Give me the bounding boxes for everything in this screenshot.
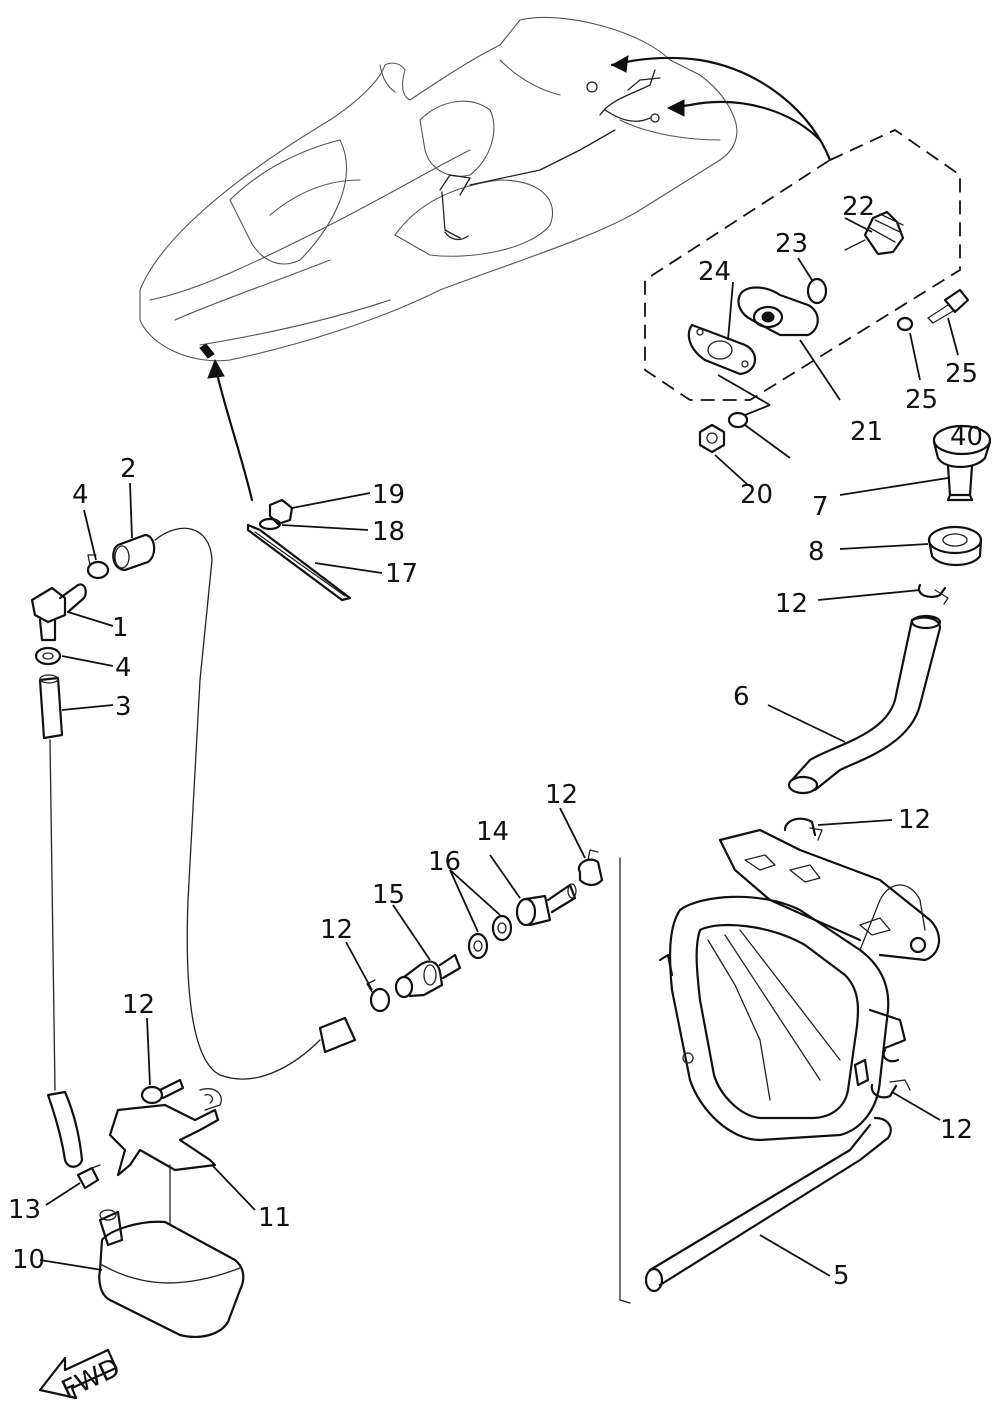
- part-22-oring: [806, 277, 828, 305]
- part-5-hose: [644, 1116, 892, 1293]
- part-3-hose-short: [38, 674, 64, 740]
- part-2-3-hose-line: [154, 527, 357, 1080]
- callout-10: 11: [258, 1203, 291, 1233]
- cap-marking: 40: [950, 422, 983, 452]
- callout-25-upper: 25: [905, 385, 938, 415]
- part-11-screw: [140, 1078, 185, 1105]
- part-14-fitting: [394, 953, 462, 999]
- hull-outline: [139, 16, 738, 362]
- part-7-cap: [932, 424, 992, 502]
- part-25-washer-upper: [896, 316, 914, 332]
- fwd-arrow: FWD: [38, 1348, 125, 1406]
- part-23-gasket: [687, 323, 756, 376]
- callout-17: 18: [372, 517, 405, 547]
- part-6-hose: [787, 614, 942, 795]
- callout-14: 15: [372, 880, 405, 910]
- part-25-washer-lower: [727, 411, 749, 429]
- callout-15: 16: [428, 847, 461, 877]
- callout-12-right-mid: 12: [898, 805, 931, 835]
- callout-18: 19: [372, 480, 405, 510]
- callout-5: 5: [833, 1261, 850, 1291]
- part-12-clamp-left-low: [76, 1164, 101, 1190]
- part-12-clamp-right-mid: [783, 817, 823, 841]
- part-12-clamp-mid-left: [366, 979, 391, 1013]
- assembly-arrows: [207, 55, 832, 502]
- callout-4-upper: 4: [72, 480, 89, 510]
- part-20-flange: [717, 286, 841, 416]
- callout-12-mid-top: 12: [545, 780, 578, 810]
- callout-labels: 22 23 24 25 25 21 20 7 8 12 6 12 12 5 12…: [8, 192, 978, 1291]
- part-2-hose-stub: [112, 533, 156, 572]
- callout-8: 8: [808, 537, 825, 567]
- callout-23: 24: [698, 257, 731, 287]
- callout-2: 2: [120, 454, 137, 484]
- part-18-nut: [268, 498, 294, 526]
- callout-12-mid-left: 12: [320, 915, 353, 945]
- fwd-label: FWD: [57, 1353, 125, 1406]
- part-3-hose-lower: [46, 1090, 84, 1168]
- callout-11: 12: [122, 990, 155, 1020]
- callout-12-right-low: 12: [940, 1115, 973, 1145]
- callout-3: 3: [115, 692, 132, 722]
- part-24-bolt: [927, 288, 970, 324]
- callout-12-left-low: 13: [8, 1195, 41, 1225]
- dashed-assembly-box: [644, 128, 961, 401]
- part-4-clamp-lower: [34, 646, 62, 666]
- callout-16: 17: [385, 559, 418, 589]
- part-12-clamp-right-low: [870, 1079, 911, 1099]
- part-16-plate: [246, 523, 352, 602]
- part-13-fitting: [515, 883, 577, 927]
- part-3-lead-tube: [49, 739, 56, 1091]
- part-4-clamp-upper: [86, 554, 110, 580]
- callout-19: 20: [740, 480, 773, 510]
- part-19-nut: [698, 423, 726, 454]
- part-15-washers: [467, 914, 513, 960]
- callout-22: 23: [775, 229, 808, 259]
- callout-24: 25: [945, 359, 978, 389]
- part-9-tank: [98, 1164, 245, 1339]
- leader-lines: [39, 217, 959, 1277]
- callout-6: 6: [733, 682, 750, 712]
- part-21-plug: [844, 210, 905, 256]
- part-10-bracket: [108, 1088, 222, 1177]
- part-12-clamp-upper-right: [917, 583, 949, 605]
- callout-4-lower: 4: [115, 653, 132, 683]
- callout-12-upper-right: 12: [775, 589, 808, 619]
- callout-20: 21: [850, 417, 883, 447]
- part-5-lead-tube: [619, 857, 631, 1304]
- part-12-clamp-mid-top: [577, 849, 604, 886]
- jet-pump-housing: [658, 828, 941, 1142]
- callout-21: 22: [842, 192, 875, 222]
- part-1-elbow: [30, 583, 87, 642]
- callout-7: 7: [812, 492, 829, 522]
- callout-13: 14: [476, 817, 509, 847]
- part-8-nut: [927, 525, 983, 567]
- callout-1: 1: [112, 613, 129, 643]
- callout-9: 10: [12, 1245, 45, 1275]
